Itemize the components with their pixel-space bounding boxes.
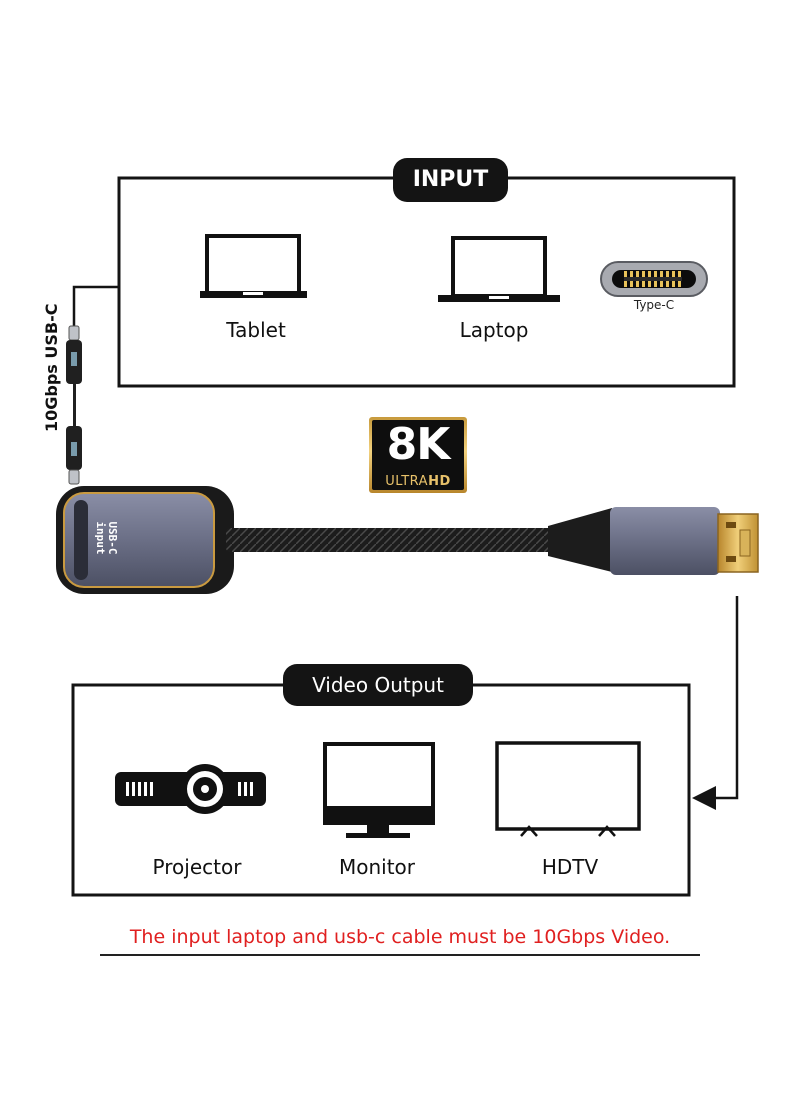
hdtv-icon (495, 741, 641, 837)
tablet-icon (200, 234, 307, 298)
hdtv-label: HDTV (541, 855, 599, 879)
usb-c-port-icon (600, 261, 708, 297)
laptop-label: Laptop (459, 318, 529, 342)
input-title: INPUT (393, 158, 508, 202)
monitor-icon (323, 742, 435, 838)
projector-label: Projector (152, 855, 242, 879)
braided-cable (226, 528, 556, 552)
tablet-label: Tablet (226, 318, 286, 342)
output-title: Video Output (283, 664, 473, 706)
badge-hd: HD (428, 474, 451, 489)
badge-subtitle: ULTRAHD (369, 474, 467, 489)
badge-resolution: 8K (386, 419, 451, 470)
output-connector-line (716, 596, 739, 800)
adapter-port-label: USB-C input (94, 521, 119, 555)
arrow-left-icon (692, 786, 716, 810)
laptop-icon (438, 236, 560, 302)
usb-c-adapter-housing (56, 486, 234, 594)
displayport-plug (548, 507, 759, 575)
monitor-label: Monitor (338, 855, 416, 879)
requirement-note: The input laptop and usb-c cable must be… (100, 926, 700, 956)
cable-label: 10Gbps USB-C (42, 303, 61, 433)
badge-ultra: ULTRA (385, 474, 429, 489)
type-c-label: Type-C (633, 298, 675, 312)
projector-icon (115, 764, 266, 814)
8k-ultra-hd-badge: 8K ULTRAHD (369, 417, 467, 493)
input-connector-line (72, 285, 119, 330)
usb-c-cable (66, 325, 82, 485)
